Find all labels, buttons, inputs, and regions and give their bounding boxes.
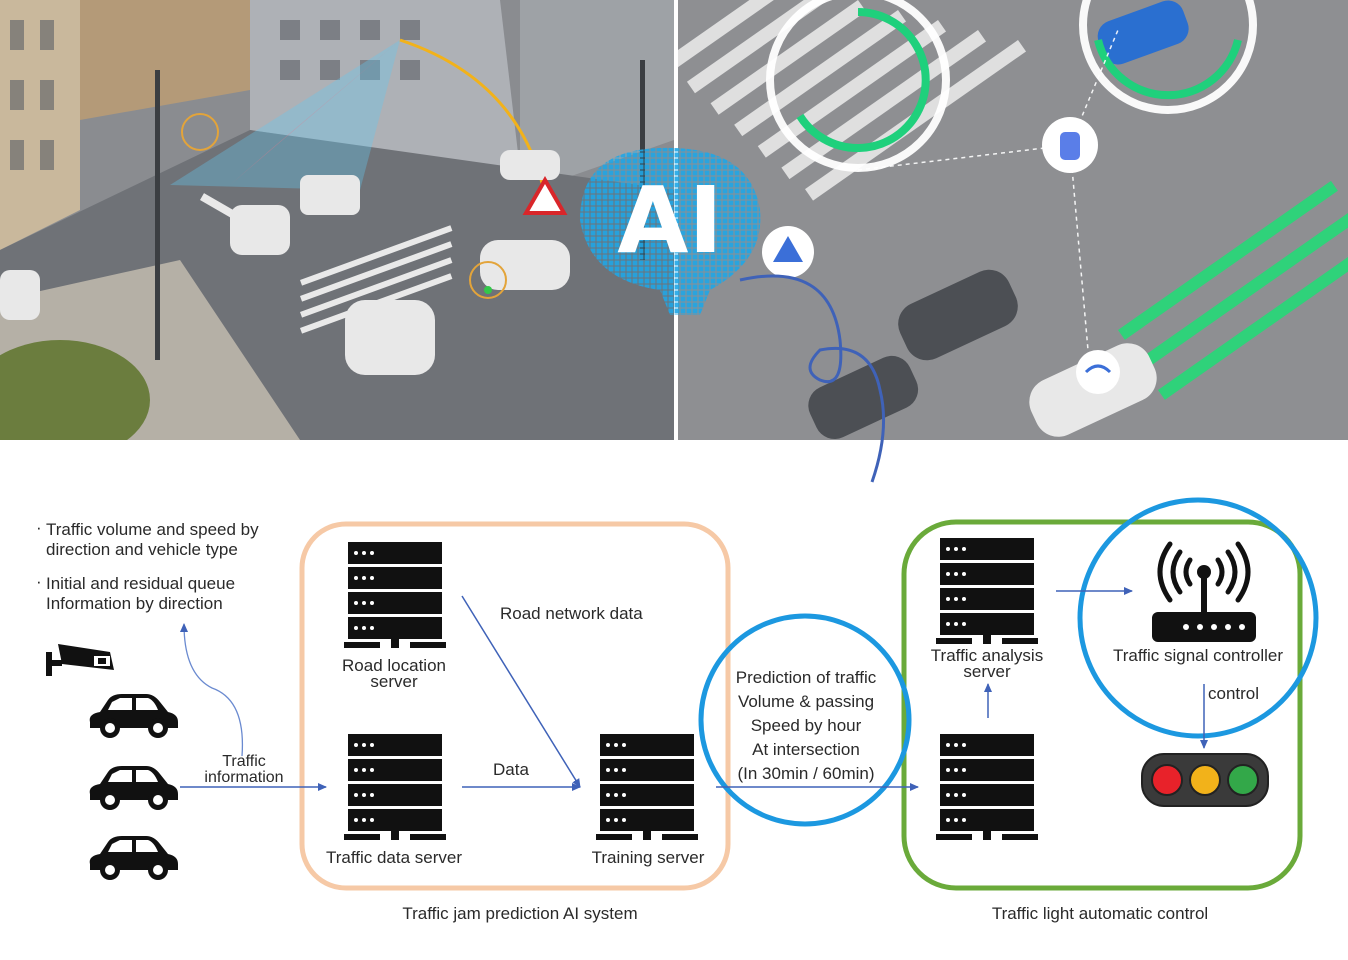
connector-curve <box>739 274 886 483</box>
data-label: Data <box>493 760 529 779</box>
training-server-icon <box>596 734 698 840</box>
traffic-light-icon <box>1141 753 1269 807</box>
traffic-analysis-server-icon <box>936 538 1038 644</box>
aerial-crosswalk-photo <box>678 0 1348 440</box>
light-control-group-box <box>901 519 1303 891</box>
car-icon <box>89 694 178 738</box>
bullet-queue-info: Initial and residual queue Information b… <box>36 572 266 614</box>
control-server-icon <box>936 734 1038 840</box>
curved-arrow-to-bullets <box>180 623 244 757</box>
car-icon <box>89 766 178 810</box>
traffic-analysis-server-label: Traffic analysis server <box>930 646 1044 681</box>
car-icon <box>89 836 178 880</box>
road-location-server-icon <box>344 542 446 648</box>
light-control-caption: Traffic light automatic control <box>991 904 1209 923</box>
cctv-camera-icon <box>46 644 114 676</box>
ai-system-caption: Traffic jam prediction AI system <box>402 904 638 923</box>
traffic-info-bullets: Traffic volume and speed by direction an… <box>36 518 296 628</box>
control-label: control <box>1208 684 1260 703</box>
arrow-road-server-to-training <box>461 595 581 788</box>
ai-system-group-box <box>299 521 731 891</box>
router-icon <box>1152 541 1256 642</box>
road-network-data-label: Road network data <box>500 604 643 623</box>
ai-badge-text: AI <box>617 167 722 274</box>
traffic-data-server-icon <box>344 734 446 840</box>
aerial-intersection-illustration <box>678 0 1348 440</box>
bullet-volume-speed: Traffic volume and speed by direction an… <box>36 518 296 560</box>
city-intersection-illustration <box>0 0 674 440</box>
controller-highlight-ring <box>1077 497 1319 739</box>
ai-brain-badge: AI <box>580 147 761 315</box>
road-location-server-label: Road location server <box>342 656 446 691</box>
training-server-label: Training server <box>591 848 705 867</box>
city-intersection-photo <box>0 0 674 440</box>
traffic-signal-controller-label: Traffic signal controller <box>1112 646 1284 665</box>
prediction-highlight-ring <box>698 613 912 827</box>
traffic-information-label: Traffic information <box>204 753 284 786</box>
traffic-data-server-label: Traffic data server <box>325 848 463 867</box>
prediction-text: Prediction of traffic Volume & passing S… <box>735 668 877 783</box>
